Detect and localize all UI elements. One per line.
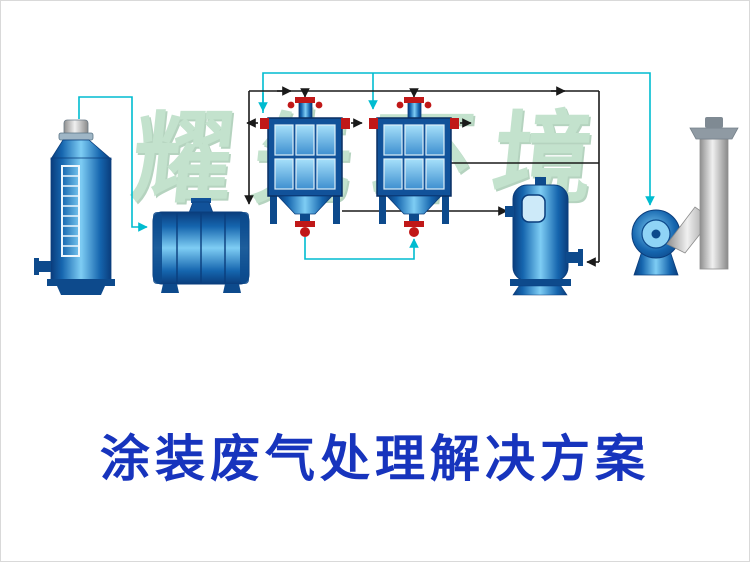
spray-tower bbox=[34, 119, 115, 295]
pipe-bottom-recirculation bbox=[304, 237, 419, 260]
vertical-tank bbox=[505, 177, 583, 296]
box2-inlet-pipe bbox=[407, 100, 422, 120]
centrifugal-fan bbox=[631, 209, 681, 276]
box1-inlet-pipe bbox=[298, 100, 313, 120]
box2-cone bbox=[386, 195, 442, 215]
box2-leg-left bbox=[379, 194, 386, 224]
box1-filter-cells bbox=[274, 124, 336, 190]
vtank-bottom-flange bbox=[510, 279, 571, 286]
box2-drain-valve-bar bbox=[404, 221, 424, 227]
page-title: 涂装废气处理解决方案 bbox=[100, 429, 650, 488]
box1-leg-right bbox=[333, 194, 340, 224]
box1-fitting-right bbox=[341, 118, 350, 129]
fan-hub bbox=[651, 229, 661, 239]
chimney-cap bbox=[689, 127, 739, 140]
box1-cone bbox=[277, 195, 333, 215]
box2-inlet-valve-bar bbox=[404, 97, 424, 103]
vtank-right-flange bbox=[578, 249, 583, 266]
box1-drain-valve-wheel bbox=[300, 227, 310, 237]
box2-fitting-left bbox=[369, 118, 378, 129]
box2-fitting-right bbox=[450, 118, 459, 129]
chimney-cap-top bbox=[705, 117, 723, 128]
vtank-window bbox=[521, 194, 546, 223]
tower-base bbox=[57, 286, 105, 295]
box2-drain-valve-wheel bbox=[409, 227, 419, 237]
vtank-top-stub bbox=[535, 177, 546, 187]
horizontal-treatment-unit bbox=[152, 198, 250, 293]
tank-dividers bbox=[176, 213, 226, 283]
vtank-base bbox=[512, 285, 568, 296]
vtank-left-stub bbox=[505, 206, 514, 217]
tower-outlet-pipe bbox=[39, 261, 51, 272]
tower-cap-flange bbox=[58, 132, 94, 141]
adsorption-box-1 bbox=[260, 97, 350, 237]
box2-leg-right bbox=[442, 194, 449, 224]
box2-inlet-valve-wheel2 bbox=[424, 101, 432, 109]
box1-inlet-valve-wheel bbox=[287, 101, 295, 109]
tank-foot-right bbox=[223, 284, 241, 293]
box1-leg-left bbox=[270, 194, 277, 224]
vtank-right-pipe bbox=[566, 252, 578, 263]
exhaust-chimney bbox=[666, 117, 739, 270]
box1-cone-stub bbox=[300, 214, 310, 221]
cyan-pipe-lines bbox=[78, 72, 655, 260]
box1-inlet-valve-wheel2 bbox=[315, 101, 323, 109]
adsorption-box-2 bbox=[369, 97, 459, 237]
tank-foot-left bbox=[161, 284, 179, 293]
pipe-tower-to-tank bbox=[78, 96, 148, 232]
tower-body bbox=[50, 157, 112, 281]
tank-endcap-left bbox=[153, 212, 162, 284]
box2-cone-stub bbox=[409, 214, 419, 221]
box2-filter-cells bbox=[383, 124, 445, 190]
tower-ladder bbox=[61, 165, 80, 257]
tower-neck bbox=[50, 139, 113, 160]
tank-hatch-cap bbox=[191, 198, 211, 203]
box1-inlet-valve-bar bbox=[295, 97, 315, 103]
tower-bottom-flange bbox=[47, 279, 115, 286]
tower-outlet-flange bbox=[34, 258, 39, 275]
box1-drain-valve-bar bbox=[295, 221, 315, 227]
tank-hatch bbox=[188, 201, 214, 214]
chimney-stack bbox=[699, 138, 729, 270]
box2-inlet-valve-wheel bbox=[396, 101, 404, 109]
box1-fitting-left bbox=[260, 118, 269, 129]
tank-endcap-right bbox=[240, 212, 249, 284]
